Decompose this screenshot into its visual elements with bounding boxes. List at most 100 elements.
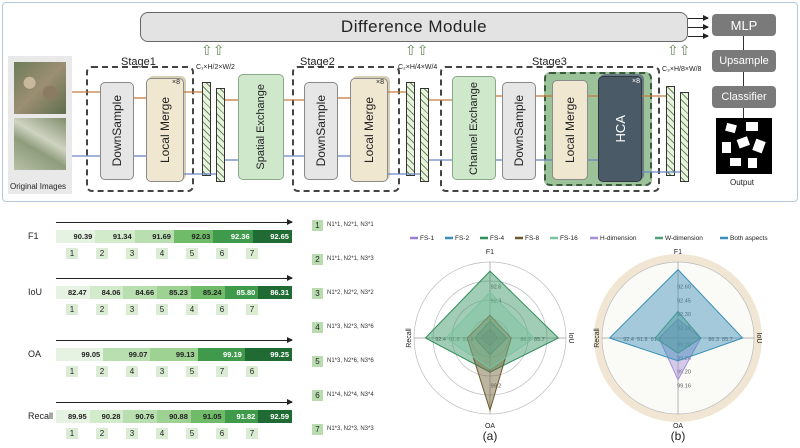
config-id-badge: 5 — [186, 248, 198, 259]
stage2-feature-b — [420, 88, 429, 182]
radar-tick-label: 92.45 — [677, 298, 691, 304]
config-legend-text: N1*4, N2*4, N3*4 — [327, 392, 374, 398]
radar-series-polygon — [654, 310, 702, 354]
metric-value: 90.76 — [123, 410, 158, 423]
radar-axis-label: F1 — [674, 249, 682, 256]
metric-value: 91.34 — [95, 230, 135, 243]
metric-value: 82.47 — [56, 286, 90, 299]
arrow-upsample-classifier — [743, 72, 744, 86]
config-id-badge: 7 — [246, 248, 258, 259]
config-id-badge: 3 — [126, 248, 138, 259]
radar-axis-label: Recall — [594, 328, 601, 348]
metric-value: 91.05 — [190, 410, 225, 423]
architecture-panel — [2, 2, 798, 202]
radar-series-polygon — [608, 268, 744, 362]
radar-series-polygon — [480, 328, 499, 347]
radar-tick-label: 92.3 — [491, 298, 502, 304]
config-id-badge: 3 — [156, 366, 168, 377]
config-id-badge: 7 — [246, 304, 258, 315]
stage1-up-arrows: ⇧⇧ — [201, 42, 225, 58]
config-id-badge: 4 — [156, 428, 168, 439]
config-id-badge: 6 — [216, 248, 228, 259]
stage3-downsample: DownSample — [502, 82, 536, 180]
radar-series-polygon — [466, 314, 512, 412]
config-id-badge: 2 — [96, 366, 108, 377]
stage2-label: Stage2 — [300, 56, 335, 68]
metric-value: 90.28 — [89, 410, 124, 423]
config-id-badge: 1 — [66, 428, 78, 439]
image-t2 — [14, 118, 66, 170]
config-id-badge: 5 — [156, 304, 168, 315]
radar-tick-label: 86.2 — [520, 337, 531, 343]
classifier-label: Classifier — [721, 91, 767, 103]
metric-arrow — [56, 275, 293, 281]
radar-tick-label: 99.16 — [677, 383, 691, 389]
config-id-badge: 4 — [126, 366, 138, 377]
metric-value: 85.80 — [224, 286, 259, 299]
stage2-repeat: ×8 — [376, 79, 384, 86]
stage2-up-arrows: ⇧⇧ — [405, 42, 429, 58]
metric-value: 99.07 — [103, 348, 151, 361]
radar-legend-label: FS-2 — [455, 235, 469, 242]
hca-block: HCA — [598, 76, 642, 182]
config-legend-text: N1*1, N2*1, N3*3 — [327, 256, 374, 262]
stage3-feature-b — [680, 92, 689, 182]
config-legend-id: 5 — [312, 356, 323, 367]
metric-value: 91.69 — [134, 230, 174, 243]
config-legend-text: N1*3, N2*3, N3*6 — [327, 324, 374, 330]
config-id-badge: 5 — [186, 428, 198, 439]
metric-name: OA — [28, 349, 42, 359]
metric-name: IoU — [28, 287, 43, 297]
metric-value: 86.31 — [258, 286, 293, 299]
metric-value: 85.23 — [157, 286, 191, 299]
config-legend-text: N1*2, N2*2, N3*2 — [327, 290, 374, 296]
radar-series-polygon — [445, 291, 535, 370]
radar-axis-label: F1 — [486, 249, 494, 256]
arrow-classifier-output — [743, 108, 744, 118]
config-id-badge: 1 — [66, 248, 78, 259]
radar-legend-label: Both aspects — [730, 235, 768, 242]
radar-axis-label: IoU — [755, 333, 762, 344]
stage2-feature-a — [406, 82, 415, 176]
stage1-downsample: DownSample — [100, 82, 134, 180]
radar-tick-label: 91.8 — [449, 337, 460, 343]
mlp-block: MLP — [712, 14, 776, 36]
config-id-badge: 2 — [96, 248, 108, 259]
metric-arrow — [56, 337, 293, 343]
stage2-downsample: DownSample — [304, 82, 338, 180]
metric-value: 99.05 — [56, 348, 104, 361]
stage3-label: Stage3 — [532, 56, 567, 68]
config-id-badge: 7 — [216, 366, 228, 377]
radar-series-polygon — [658, 318, 702, 381]
config-legend-id: 1 — [312, 220, 323, 231]
radar-axis-label: Recall — [406, 328, 413, 348]
difference-module-label: Difference Module — [340, 17, 488, 36]
classifier-block: Classifier — [712, 86, 776, 108]
original-images-label: Original Images — [10, 182, 67, 191]
metric-value: 84.06 — [89, 286, 124, 299]
radar-axis-label: IoU — [567, 333, 574, 344]
config-legend-text: N1*1, N2*1, N3*1 — [327, 222, 374, 228]
output-map — [716, 118, 772, 174]
radar-tick-label: 99.2 — [491, 383, 502, 389]
radar-tick-label: 86.3 — [708, 337, 719, 343]
radar-caption: (b) — [671, 429, 686, 443]
metric-value: 84.66 — [123, 286, 158, 299]
config-legend-text: N1*3, N2*3, N3*3 — [327, 426, 374, 432]
radar-tick-label: 92.4 — [623, 337, 634, 343]
radar-tick-label: 99.20 — [677, 342, 691, 348]
radar-tick-label: 92.30 — [677, 312, 691, 318]
stage3-repeat: ×8 — [632, 78, 640, 85]
radar-tick-label: 85.7 — [722, 337, 733, 343]
config-id-badge: 3 — [126, 428, 138, 439]
radar-axis-label: OA — [673, 423, 683, 430]
stage2-container — [292, 66, 400, 192]
radar-tick-label: 92.15 — [677, 326, 691, 332]
config-id-badge: 1 — [66, 366, 78, 377]
config-id-badge: 3 — [126, 304, 138, 315]
stage3-feature-a — [666, 86, 675, 176]
stage2-dims: C₂×H/4×W/4 — [398, 64, 438, 71]
